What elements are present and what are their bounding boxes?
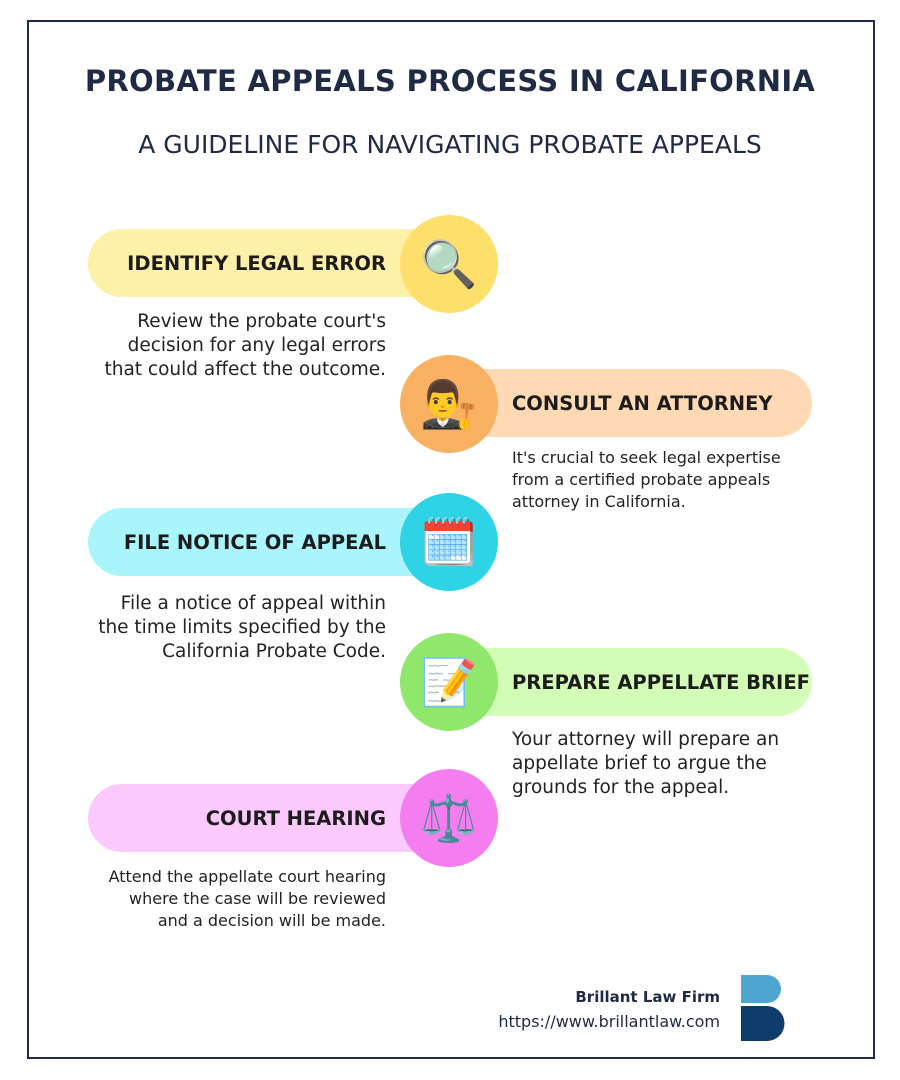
step-description: Attend the appellate court hearing where… bbox=[108, 867, 386, 930]
memo-icon: 📝 bbox=[400, 633, 498, 731]
infographic-frame bbox=[27, 20, 875, 1059]
page-subtitle: A GUIDELINE FOR NAVIGATING PROBATE APPEA… bbox=[138, 130, 762, 159]
firm-name: Brillant Law Firm bbox=[575, 988, 720, 1006]
calendar-icon: 🗓️ bbox=[400, 493, 498, 591]
scales-icon: ⚖️ bbox=[400, 769, 498, 867]
step-title: CONSULT AN ATTORNEY bbox=[512, 391, 773, 415]
step-title: FILE NOTICE OF APPEAL bbox=[123, 530, 386, 554]
firm-url[interactable]: https://www.brillantlaw.com bbox=[498, 1012, 720, 1031]
brillant-logo-icon bbox=[741, 975, 785, 1041]
magnifying-glass-icon: 🔍 bbox=[400, 215, 498, 313]
page-title: PROBATE APPEALS PROCESS IN CALIFORNIA bbox=[84, 64, 816, 98]
step-title: IDENTIFY LEGAL ERROR bbox=[127, 251, 386, 275]
step-description: File a notice of appeal within the time … bbox=[98, 593, 386, 662]
step-title: COURT HEARING bbox=[205, 806, 386, 830]
step-title: PREPARE APPELLATE BRIEF bbox=[512, 670, 810, 694]
judge-icon: 👨‍⚖️ bbox=[400, 355, 498, 453]
step-description: Review the probate court's decision for … bbox=[104, 311, 386, 380]
step-description: It's crucial to seek legal expertise fro… bbox=[512, 448, 781, 511]
step-description: Your attorney will prepare an appellate … bbox=[512, 729, 780, 798]
